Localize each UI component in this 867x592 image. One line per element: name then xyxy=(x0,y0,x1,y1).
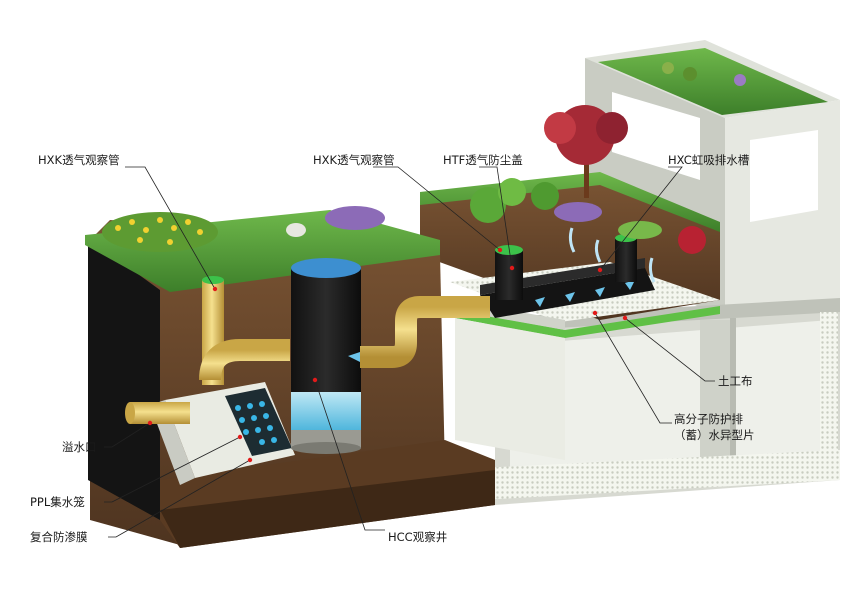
terrace-plants xyxy=(470,105,706,254)
leader-lines xyxy=(104,166,715,538)
htf-pipe xyxy=(495,250,523,300)
building xyxy=(480,40,840,505)
roof-garden xyxy=(598,48,828,115)
hcc-observation-well xyxy=(291,258,361,454)
leader-hxk-left xyxy=(125,166,216,290)
label-hxk-left: HXK透气观察管 xyxy=(38,153,120,167)
overflow-pipe xyxy=(130,402,190,424)
label-hcc: HCC观察井 xyxy=(388,530,448,544)
leader-hcc xyxy=(314,379,385,531)
leader-geotextile xyxy=(624,317,715,382)
connector-pipe xyxy=(360,296,490,368)
leader-hxk-center xyxy=(373,166,501,251)
leader-overflow xyxy=(104,422,151,448)
label-geotextile: 土工布 xyxy=(718,374,753,388)
label-overflow: 溢水口 xyxy=(62,440,97,454)
label-membrane: 复合防渗膜 xyxy=(30,530,88,544)
label-hxc: HXC虹吸排水槽 xyxy=(668,153,750,167)
callout-dots xyxy=(147,247,628,463)
leader-ppl xyxy=(104,436,241,503)
hxk-pipe-left xyxy=(125,276,290,424)
label-htf: HTF透气防尘盖 xyxy=(443,153,523,167)
leader-htf xyxy=(479,166,513,269)
leader-membrane xyxy=(108,459,251,538)
label-ppl: PPL集水笼 xyxy=(30,495,85,509)
leader-hxc xyxy=(599,166,683,271)
label-drain-line2: （蓄）水异型片 xyxy=(674,428,755,442)
leader-drain-sheet xyxy=(594,312,672,424)
soil-block xyxy=(85,206,495,548)
label-hxk-center: HXK透气观察管 xyxy=(313,153,395,167)
label-drain-line1: 高分子防护排 xyxy=(674,412,743,426)
